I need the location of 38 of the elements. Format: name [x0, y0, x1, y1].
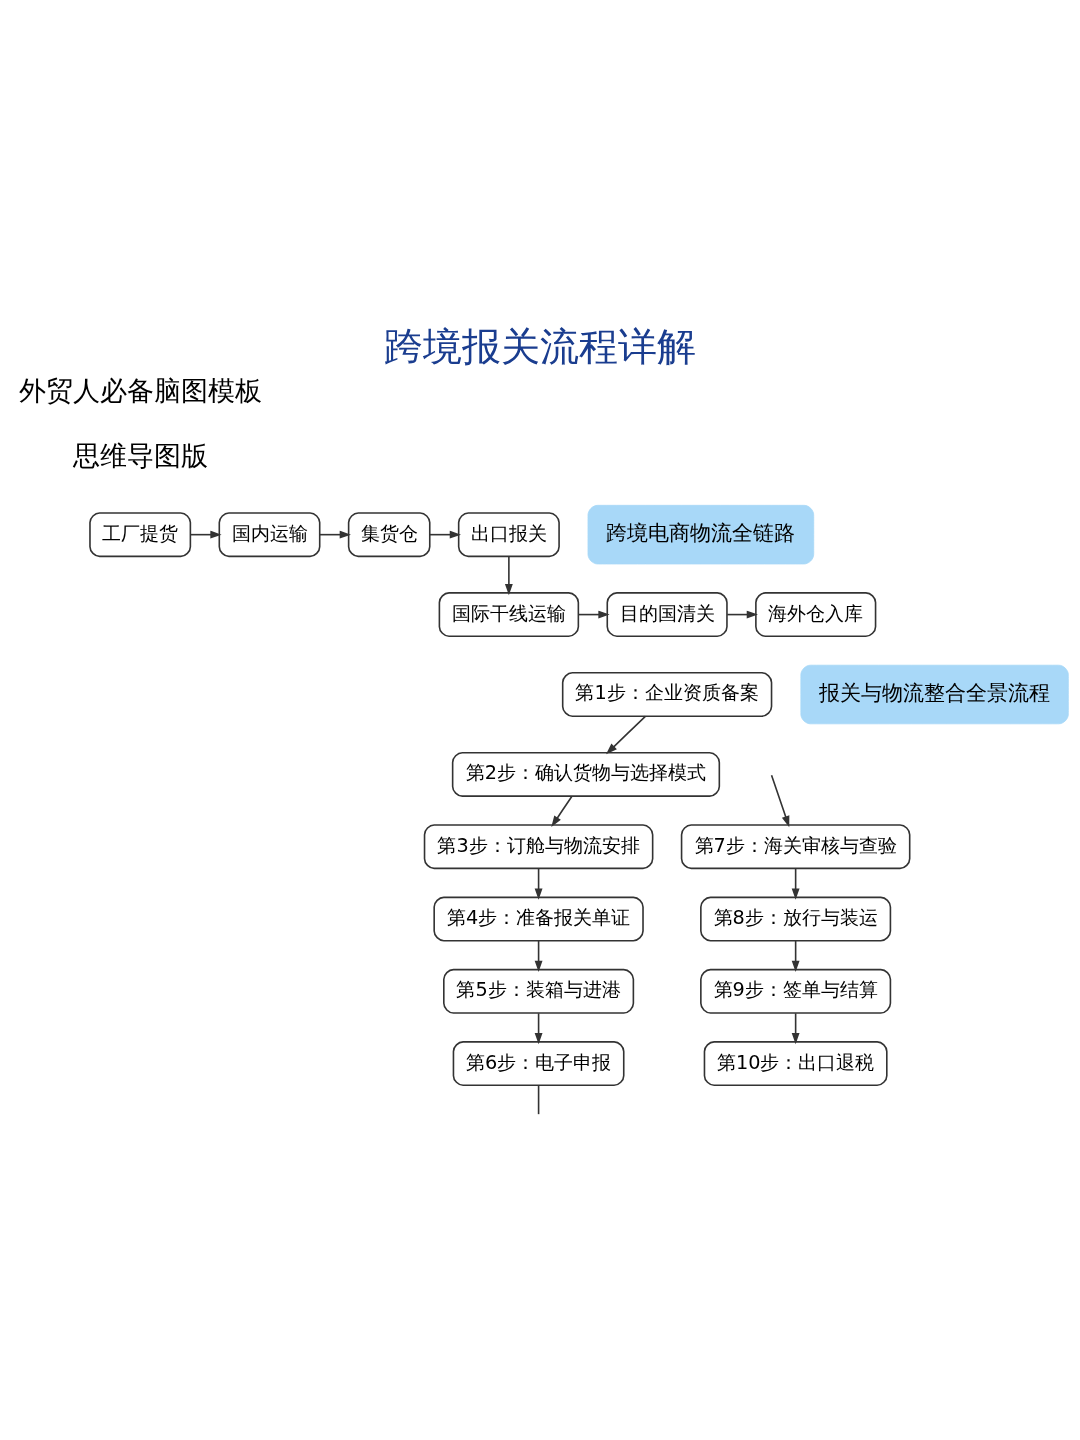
arrow [534, 1012, 543, 1044]
node-box: 第4步：准备报关单证 [433, 896, 644, 941]
node-box: 工厂提货 [89, 511, 192, 557]
node-box: 第10步：出口退税 [703, 1040, 888, 1086]
node-box: 第2步：确认货物与选择模式 [451, 751, 721, 797]
node-box: 第8步：放行与装运 [700, 896, 892, 941]
arrow [791, 939, 800, 972]
arrow [551, 795, 573, 827]
arrow [791, 1012, 800, 1044]
node-box: 出口报关 [457, 511, 560, 557]
arrow [189, 530, 222, 539]
arrow [318, 530, 351, 539]
node-box: 报关与物流整合全景流程 [800, 664, 1069, 724]
node-box: 目的国清关 [606, 591, 728, 637]
node-box: 第5步：装箱与进港 [443, 968, 635, 1014]
node-box: 第6步：电子申报 [452, 1040, 625, 1086]
arrow [726, 610, 758, 619]
arrow [429, 530, 461, 539]
arrow [577, 610, 610, 619]
node-box: 第7步：海关审核与查验 [680, 823, 911, 869]
node-box: 第3步：订舱与物流安排 [423, 823, 654, 869]
label: 外贸人必备脑图模板 [18, 374, 262, 406]
arrow [534, 939, 543, 972]
arrow [770, 773, 790, 827]
arrow [606, 715, 647, 754]
arrow [791, 867, 800, 900]
arrow [534, 867, 543, 900]
node-box: 第9步：签单与结算 [700, 968, 892, 1014]
node-box: 第1步：企业资质备案 [561, 671, 773, 717]
node-box: 集货仓 [347, 511, 431, 557]
arrow [504, 555, 513, 595]
node-box: 跨境电商物流全链路 [587, 504, 815, 564]
label: 思维导图版 [72, 439, 208, 471]
node-box: 海外仓入库 [755, 591, 877, 637]
node-box: 国内运输 [218, 511, 321, 557]
diagram-title: 跨境报关流程详解 [384, 323, 696, 369]
connector [537, 1084, 540, 1115]
node-box: 国际干线运输 [438, 591, 580, 637]
